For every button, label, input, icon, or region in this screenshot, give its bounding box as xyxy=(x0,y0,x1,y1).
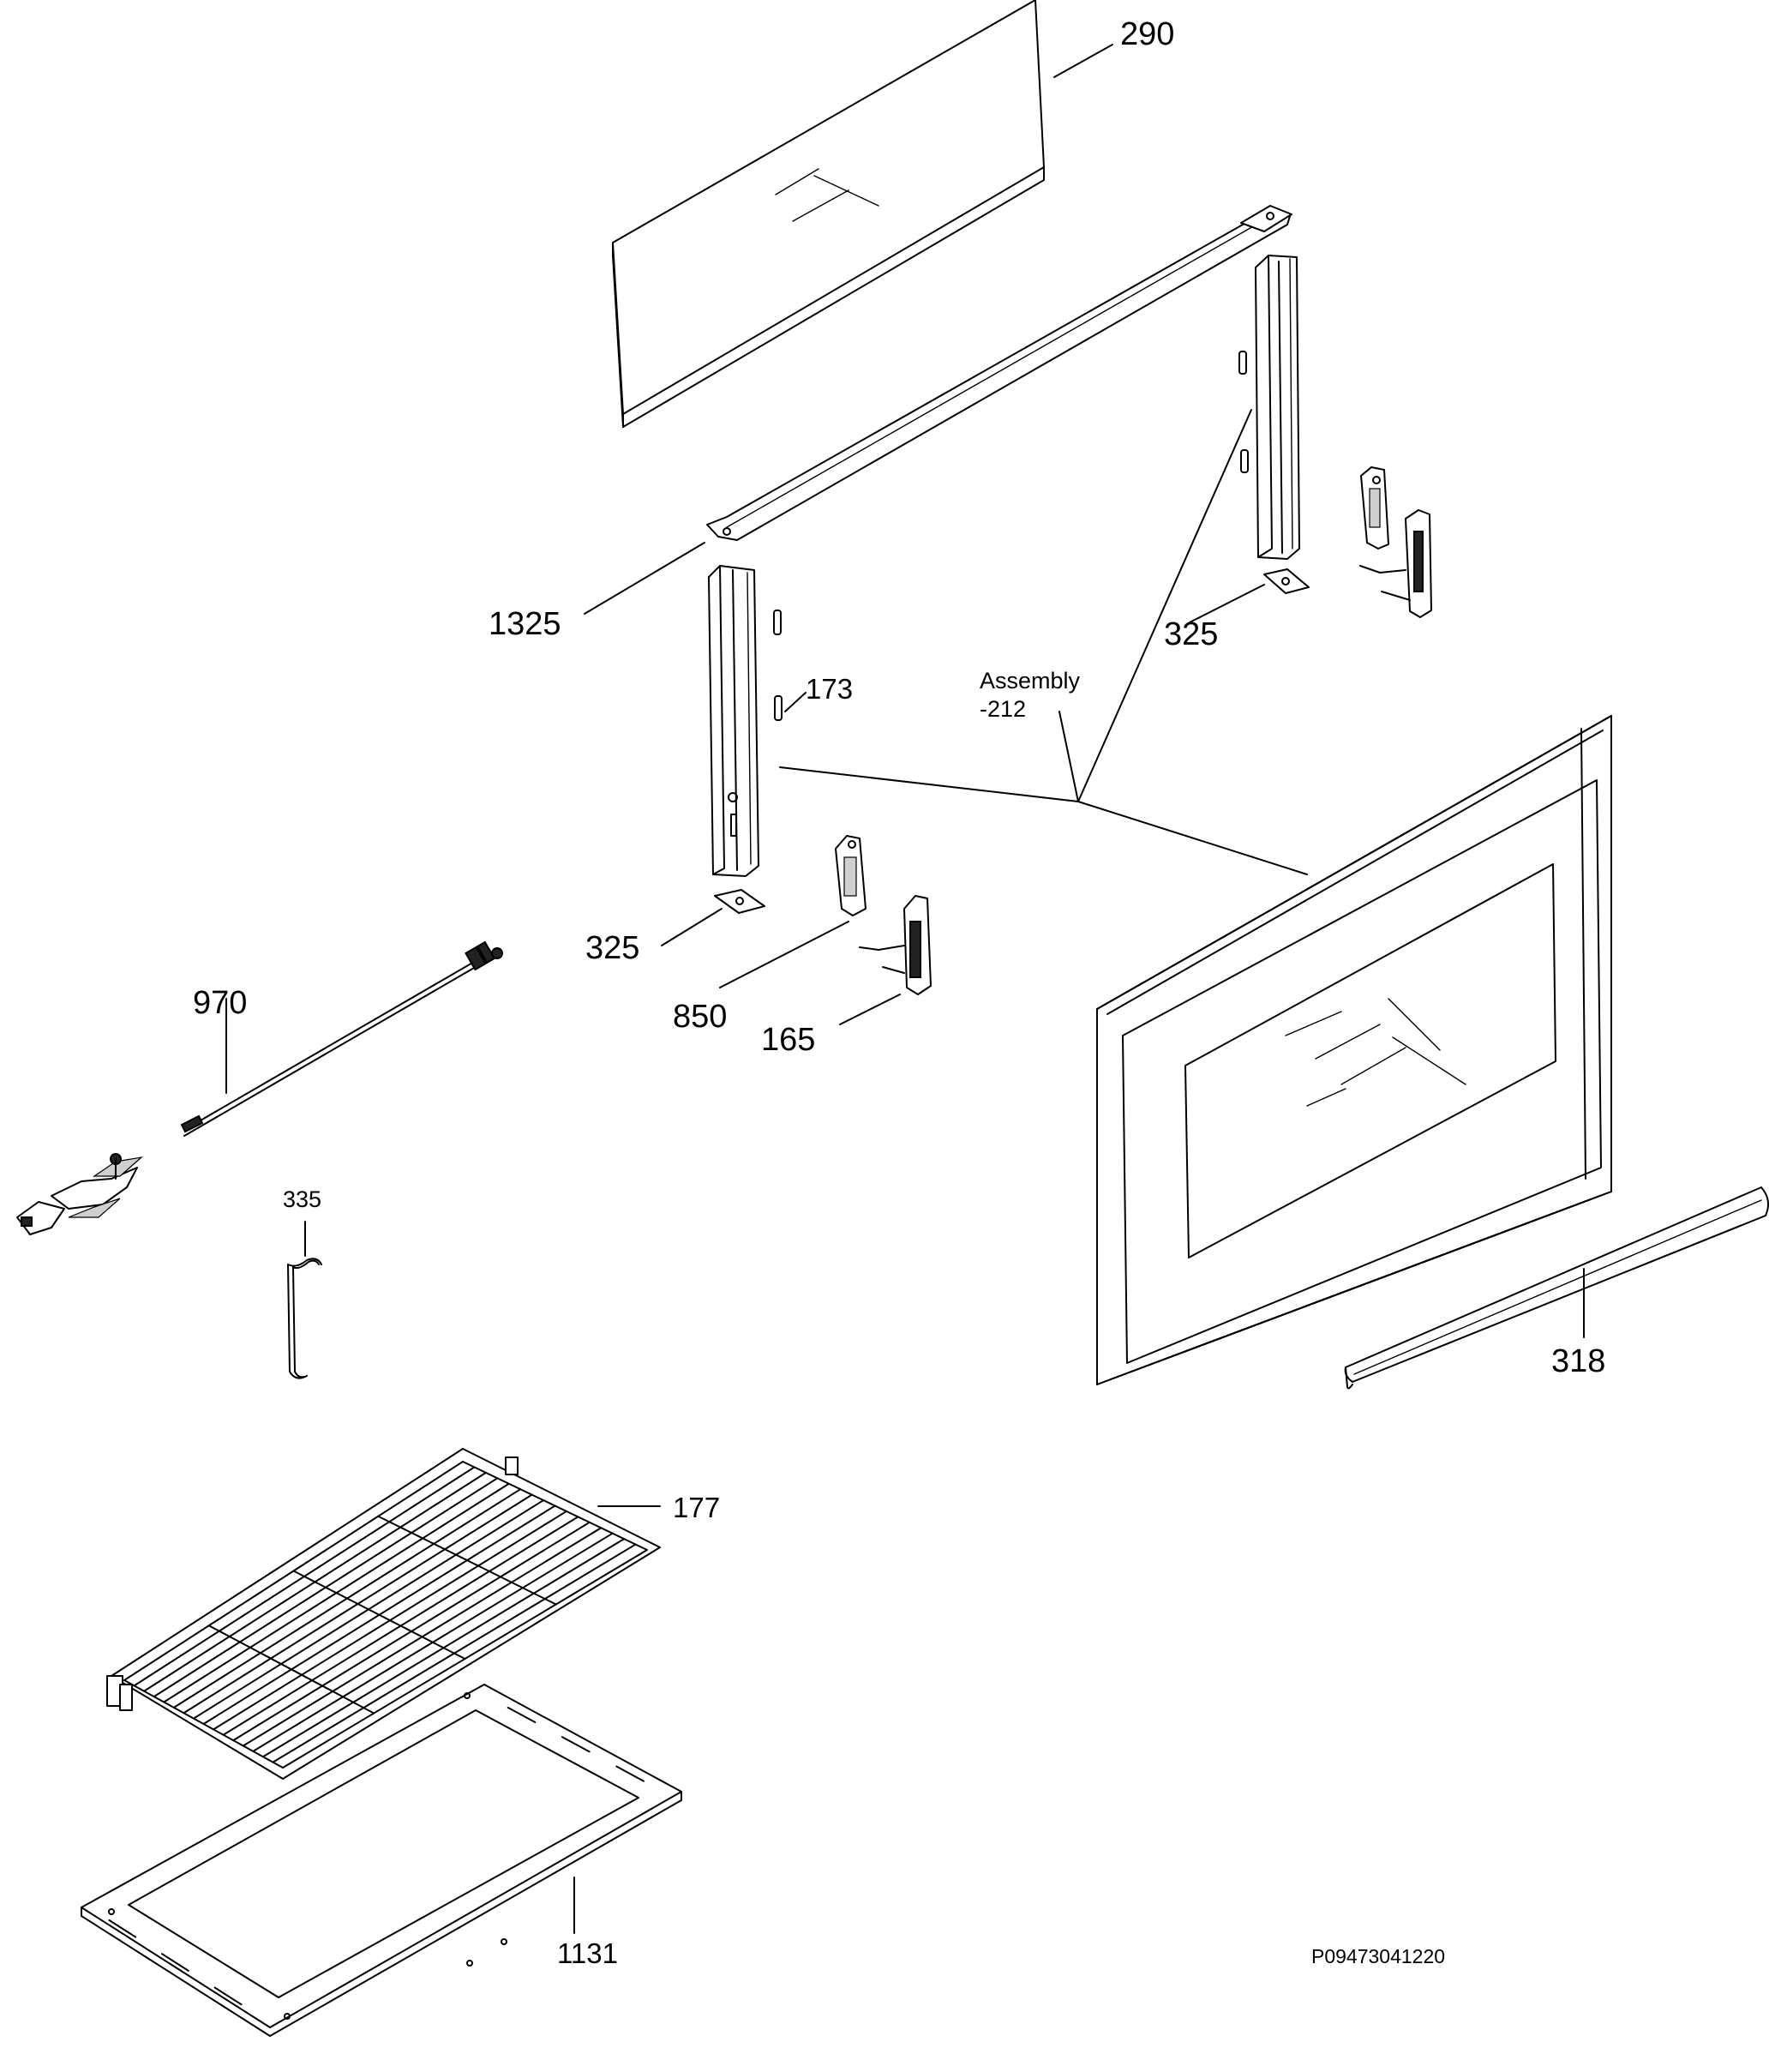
part-850-hinge xyxy=(835,835,867,916)
label-325-right: 325 xyxy=(1164,616,1218,652)
label-850: 850 xyxy=(673,999,727,1035)
label-325-left: 325 xyxy=(585,930,639,966)
part-177-wire-shelf xyxy=(106,1448,661,1780)
label-173: 173 xyxy=(806,673,853,705)
tray-slot xyxy=(507,1706,537,1724)
shelf-crossbar xyxy=(292,1570,466,1660)
label-165: 165 xyxy=(761,1022,815,1058)
label-assembly-212: -212 xyxy=(980,696,1026,722)
part-165-hinge xyxy=(859,895,932,995)
tray-slot xyxy=(561,1736,591,1753)
shelf-crossbar xyxy=(207,1625,375,1715)
part-labels: 290 1325 173 325 Assembly -212 325 850 1… xyxy=(193,16,1605,1969)
right-side-strip xyxy=(1238,255,1310,594)
part-970-spit xyxy=(16,940,503,1235)
label-assembly: Assembly xyxy=(980,668,1081,694)
tray-slot xyxy=(615,1765,645,1782)
shelf-crossbar xyxy=(377,1515,557,1606)
label-335: 335 xyxy=(283,1186,321,1212)
label-290: 290 xyxy=(1120,16,1174,52)
label-1325: 1325 xyxy=(489,606,561,642)
tray-slot xyxy=(161,1953,189,1972)
label-970: 970 xyxy=(193,985,247,1021)
leader-lines xyxy=(225,44,1585,1934)
part-1131-tray-frame xyxy=(81,1684,682,2037)
part-318-handle xyxy=(1344,1186,1770,1390)
label-177: 177 xyxy=(673,1492,720,1523)
tray-slot xyxy=(108,1919,137,1938)
left-side-strip xyxy=(708,565,783,914)
part-1325-top-rail xyxy=(706,205,1292,541)
part-335-hook xyxy=(287,1258,322,1379)
door-frame-assembly xyxy=(1096,715,1612,1385)
label-1131: 1131 xyxy=(557,1937,618,1969)
label-318: 318 xyxy=(1551,1343,1605,1379)
right-hinge-pair xyxy=(1359,466,1432,618)
tray-slot xyxy=(213,1986,243,2006)
part-290-glass-panel xyxy=(612,0,1045,428)
drawing-reference-code: P09473041220 xyxy=(1311,1945,1445,1967)
